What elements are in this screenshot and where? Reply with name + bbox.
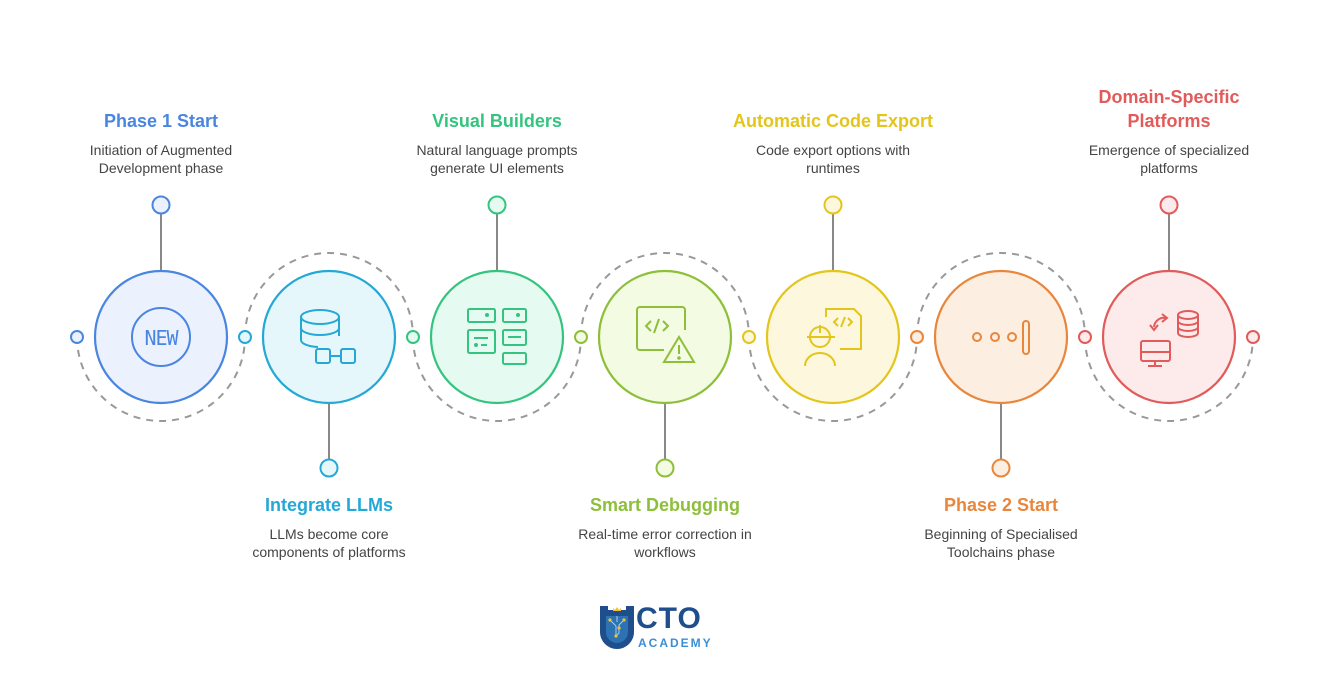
logo-brand-text: CTO bbox=[636, 602, 702, 635]
milestone-phase-1-start: Phase 1 Start Initiation of Augmented De… bbox=[61, 109, 261, 177]
milestone-description: Code export options with runtimes bbox=[713, 141, 953, 177]
milestone-automatic-code-export: Automatic Code Export Code export option… bbox=[713, 109, 953, 177]
junction-nodes bbox=[70, 330, 1260, 344]
milestone-circles bbox=[93, 269, 1237, 405]
description-line: LLMs become core bbox=[269, 526, 389, 542]
milestone-description: Emergence of specialized platforms bbox=[1069, 141, 1269, 177]
description-line: workflows bbox=[634, 544, 696, 560]
shield-circuit-icon bbox=[600, 606, 634, 649]
database-network-icon bbox=[299, 309, 356, 364]
milestone-description: Beginning of Specialised Toolchains phas… bbox=[901, 525, 1101, 561]
description-line: runtimes bbox=[806, 160, 860, 176]
description-line: Natural language prompts bbox=[416, 142, 578, 158]
developer-code-icon bbox=[804, 308, 862, 367]
cto-academy-logo: CTO ACADEMY bbox=[598, 602, 728, 654]
milestone-phase-2-start: Phase 2 Start Beginning of Specialised T… bbox=[901, 493, 1101, 561]
milestone-title: Domain-Specific Platforms bbox=[1069, 85, 1269, 133]
milestone-title: Integrate LLMs bbox=[264, 495, 393, 515]
milestone-smart-debugging: Smart Debugging Real-time error correcti… bbox=[565, 493, 765, 561]
description-line: Emergence of specialized bbox=[1088, 142, 1250, 158]
description-line: Development phase bbox=[98, 160, 224, 176]
milestone-title: Phase 1 Start bbox=[103, 111, 219, 131]
milestone-description: LLMs become core components of platforms bbox=[229, 525, 429, 561]
milestone-visual-builders: Visual Builders Natural language prompts… bbox=[397, 109, 597, 177]
title-line: Platforms bbox=[1127, 111, 1211, 131]
milestone-title: Visual Builders bbox=[432, 111, 562, 131]
description-line: generate UI elements bbox=[430, 160, 564, 176]
new-badge-icon: NEW bbox=[131, 307, 191, 367]
description-line: platforms bbox=[1140, 160, 1198, 176]
description-line: Toolchains phase bbox=[946, 544, 1056, 560]
title-line: Domain-Specific bbox=[1098, 87, 1240, 107]
ui-layout-icon bbox=[467, 308, 527, 365]
svg-text:NEW: NEW bbox=[144, 326, 179, 350]
milestone-description: Natural language prompts generate UI ele… bbox=[397, 141, 597, 177]
description-line: components of platforms bbox=[252, 544, 406, 560]
progress-dots-icon bbox=[972, 320, 1030, 355]
logo-sub-text: ACADEMY bbox=[638, 636, 713, 650]
stem-nodes bbox=[151, 195, 1179, 478]
milestone-title: Automatic Code Export bbox=[732, 111, 933, 131]
dashed-connectors bbox=[76, 252, 1254, 422]
code-warning-icon bbox=[636, 306, 696, 363]
description-line: Real-time error correction in bbox=[578, 526, 752, 542]
stems bbox=[160, 213, 1170, 460]
milestone-title: Smart Debugging bbox=[589, 495, 740, 515]
milestone-integrate-llms: Integrate LLMs LLMs become core componen… bbox=[229, 493, 429, 561]
milestone-description: Initiation of Augmented Development phas… bbox=[61, 141, 261, 177]
milestone-domain-specific-platforms: Domain-Specific Platforms Emergence of s… bbox=[1069, 85, 1269, 177]
description-line: Code export options with bbox=[755, 142, 911, 158]
milestone-title: Phase 2 Start bbox=[943, 495, 1059, 515]
description-line: Beginning of Specialised bbox=[924, 526, 1078, 542]
milestone-description: Real-time error correction in workflows bbox=[565, 525, 765, 561]
computer-database-sync-icon bbox=[1140, 310, 1199, 367]
description-line: Initiation of Augmented bbox=[89, 142, 233, 158]
